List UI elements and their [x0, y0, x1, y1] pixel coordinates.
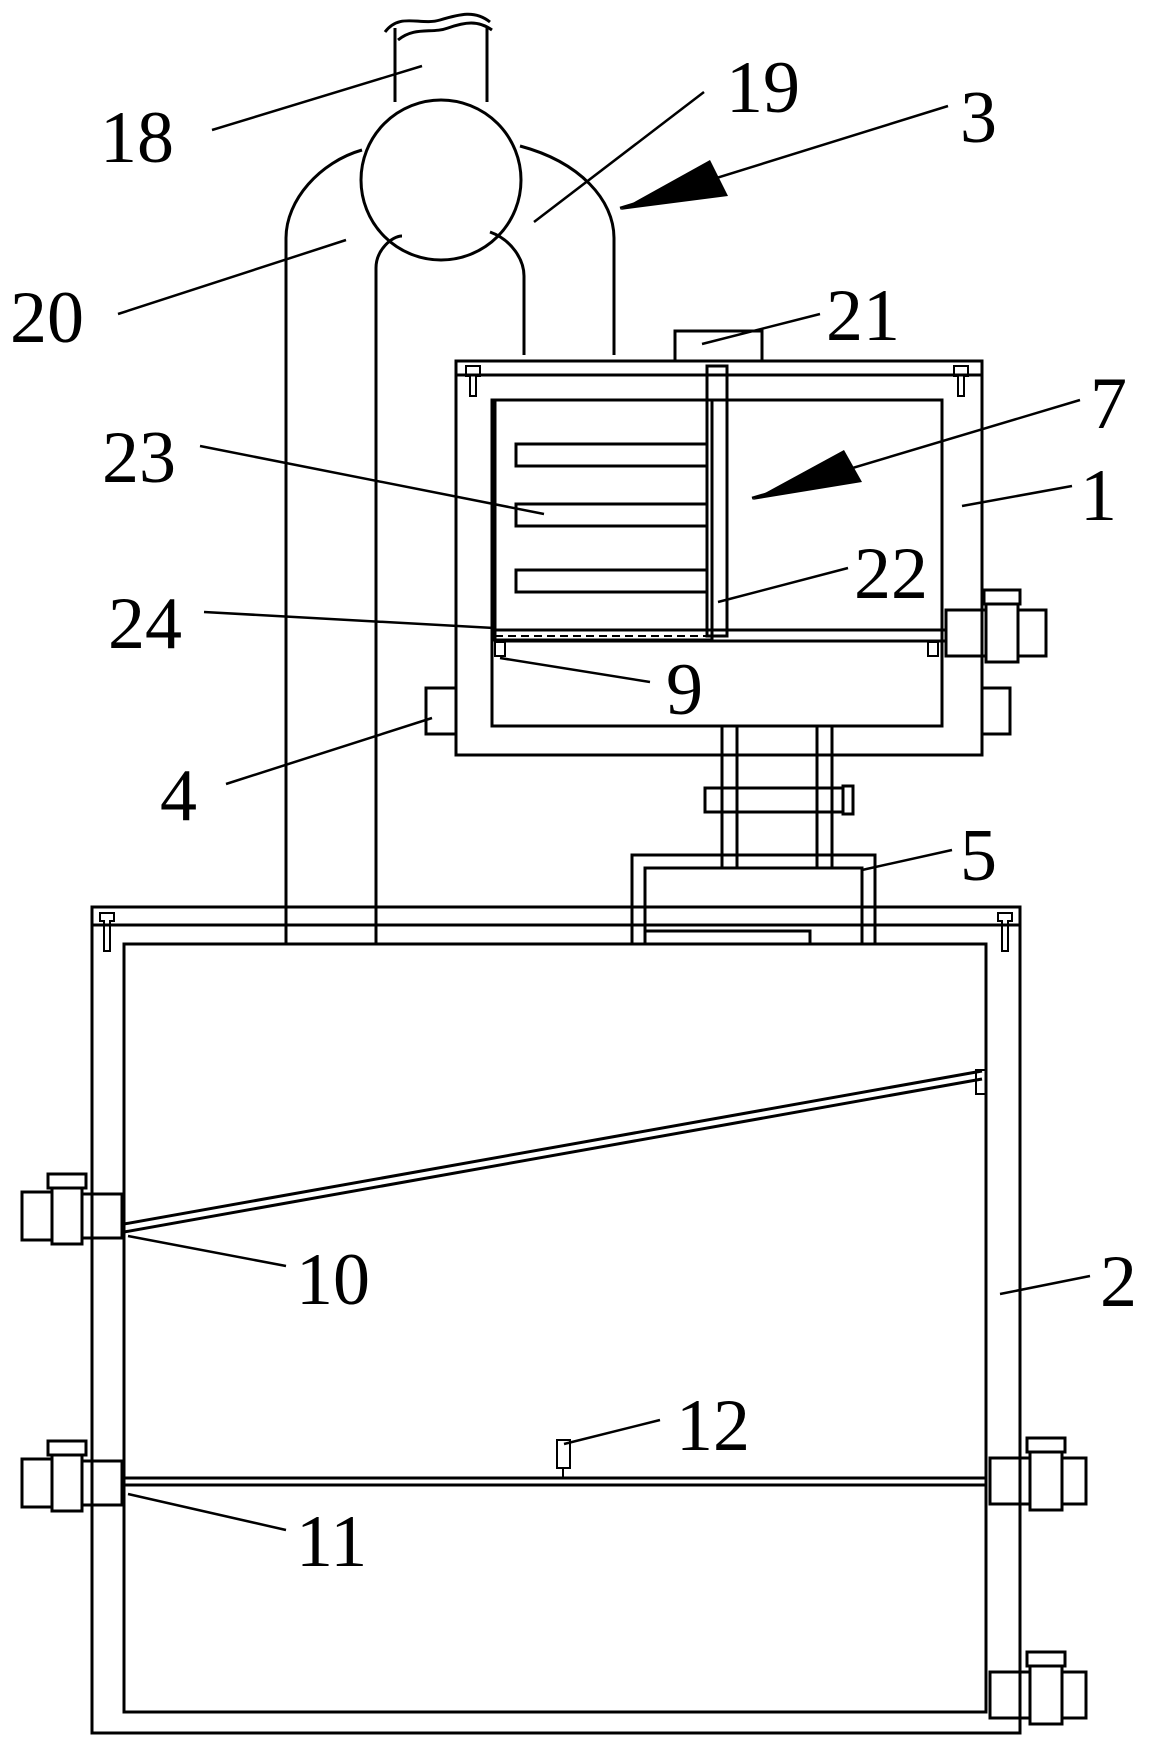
valve-left-upper [20, 1172, 124, 1246]
reference-labels: 18 19 3 20 21 7 23 1 22 24 9 4 5 10 2 12… [10, 47, 1137, 1583]
label-18: 18 [100, 97, 174, 179]
label-12: 12 [676, 1385, 750, 1467]
arrow-7 [751, 398, 1081, 500]
pump-base [630, 726, 877, 944]
label-3: 3 [960, 77, 997, 159]
arrow-3 [619, 104, 949, 210]
label-2: 2 [1100, 1241, 1137, 1323]
leader-lines [117, 64, 1091, 1532]
label-21: 21 [826, 275, 900, 357]
valve-left-lower [20, 1439, 124, 1513]
label-11: 11 [296, 1501, 367, 1583]
label-9: 9 [666, 649, 703, 731]
label-4: 4 [160, 755, 197, 837]
label-1: 1 [1080, 455, 1117, 537]
upper-box [424, 329, 1012, 757]
pipe-assembly [284, 12, 616, 944]
label-19: 19 [726, 47, 800, 129]
label-24: 24 [108, 583, 182, 665]
label-20: 20 [10, 277, 84, 359]
label-23: 23 [102, 417, 176, 499]
label-10: 10 [296, 1239, 370, 1321]
label-22: 22 [854, 533, 928, 615]
lower-tank [90, 905, 1022, 1735]
valve-right-middle [988, 1436, 1088, 1512]
label-7: 7 [1090, 363, 1127, 445]
valve-upper-box [944, 588, 1048, 664]
label-5: 5 [960, 815, 997, 897]
valve-right-bottom [988, 1650, 1088, 1726]
